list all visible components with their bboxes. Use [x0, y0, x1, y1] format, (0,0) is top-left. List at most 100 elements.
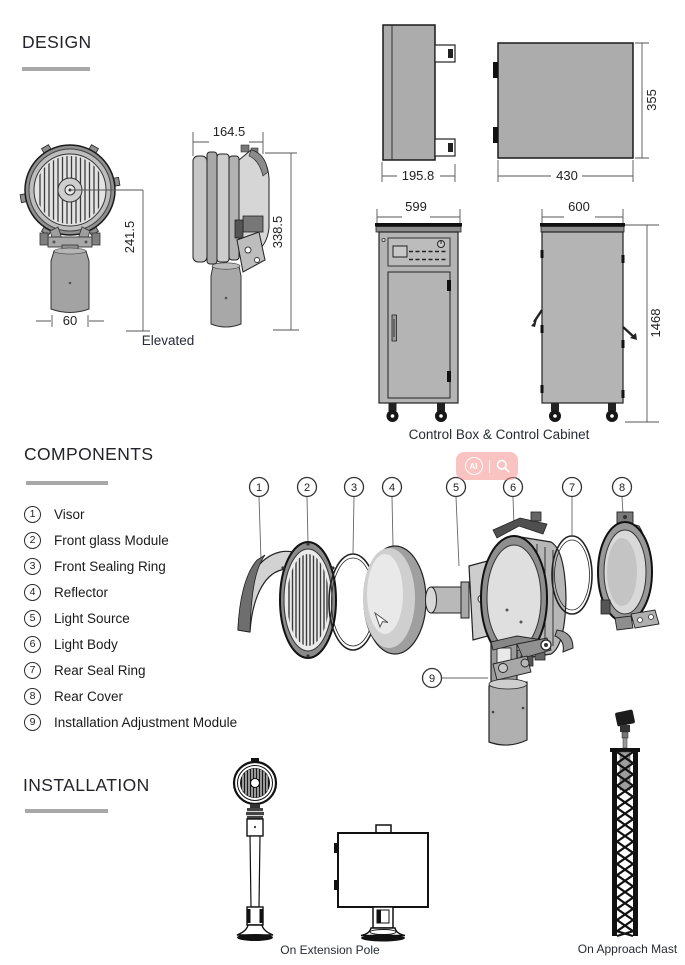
pole-stand [236, 804, 274, 941]
callouts: 1 2 3 4 5 6 7 8 9 [248, 476, 633, 689]
list-item-front-sealing-ring: 3 Front Sealing Ring [24, 553, 237, 579]
lamp-base [50, 247, 90, 313]
callout-3 [343, 476, 365, 498]
part-front-glass [279, 541, 337, 659]
dim-text-164-5: 164.5 [213, 124, 246, 139]
list-item-installation-module: 9 Installation Adjustment Module [24, 709, 237, 735]
callout-7 [561, 476, 583, 498]
callout-5-num: 5 [453, 482, 459, 494]
dim-text-599: 599 [405, 199, 427, 214]
exploded-view-drawing: 1 2 3 4 5 6 7 8 9 [237, 476, 660, 746]
callout-8 [611, 476, 633, 498]
mast-lamp [615, 709, 635, 749]
dim-text-241-5: 241.5 [122, 221, 137, 254]
callout-9 [421, 667, 443, 689]
approach-mast-caption: On Approach Mast [577, 942, 678, 956]
item-number-badge: 7 [24, 661, 41, 679]
dim-top-width: 164.5 [192, 124, 264, 156]
lamp-yoke [39, 226, 101, 252]
callout-9-num: 9 [429, 673, 435, 685]
ai-bubble-icon[interactable]: AI [464, 457, 483, 475]
control-box-front: 430 355 [493, 42, 659, 183]
elevated-caption: Elevated [141, 333, 195, 348]
list-item-light-body: 6 Light Body [24, 631, 237, 657]
part-reflector [363, 545, 427, 655]
item-label: Front Sealing Ring [54, 558, 166, 574]
casters-front [386, 403, 447, 422]
dim-total-height: 338.5 [265, 152, 299, 331]
item-label: Light Body [54, 636, 118, 652]
callout-2 [296, 476, 318, 498]
casters-side [549, 403, 618, 422]
item-number-badge: 8 [24, 687, 41, 705]
item-label: Rear Cover [54, 688, 124, 704]
installation-heading-underline [25, 809, 108, 813]
approach-mast-drawing [610, 709, 640, 938]
lamp-side-body [192, 144, 270, 328]
assembly-arrow [373, 611, 389, 629]
mast-structure [610, 748, 640, 938]
item-number-badge: 9 [24, 713, 41, 731]
box-on-pedestal-drawing [334, 824, 429, 942]
dim-center-height: 241.5 [70, 189, 150, 332]
pedestal-base [360, 906, 406, 942]
item-number-badge: 6 [24, 635, 41, 653]
callout-4 [381, 476, 403, 498]
item-number-badge: 3 [24, 557, 41, 575]
item-label: Installation Adjustment Module [54, 714, 238, 730]
item-label: Light Source [54, 610, 130, 626]
item-number-badge: 2 [24, 531, 41, 549]
pole-lamp-head [232, 758, 278, 806]
part-rear-seal-ring [551, 535, 593, 615]
callout-6-num: 6 [510, 482, 516, 494]
cabinet-handles [531, 309, 637, 340]
item-label: Front glass Module [54, 532, 169, 548]
cabinet-side: 600 1468 [531, 199, 663, 423]
callout-5 [445, 476, 467, 498]
part-installation-module [488, 635, 552, 746]
callout-4-num: 4 [389, 482, 395, 494]
list-item-rear-seal-ring: 7 Rear Seal Ring [24, 657, 237, 683]
list-item-light-source: 5 Light Source [24, 605, 237, 631]
list-item-visor: 1 Visor [24, 501, 237, 527]
item-label: Reflector [54, 584, 109, 600]
pedestal-box [334, 824, 429, 908]
control-box-drawing: 195.8 430 355 [381, 24, 659, 183]
item-label: Rear Seal Ring [54, 662, 146, 678]
list-item-front-glass: 2 Front glass Module [24, 527, 237, 553]
elevated-side-view-drawing: 164.5 338.5 [192, 124, 299, 331]
item-label: Visor [54, 506, 85, 522]
components-list: 1 Visor 2 Front glass Module 3 Front Sealin… [24, 501, 237, 735]
design-heading-underline [22, 67, 90, 71]
dim-text-430: 430 [556, 168, 578, 183]
extension-pole-drawing [232, 758, 278, 941]
control-cabinet-caption: Control Box & Control Cabinet [408, 427, 590, 442]
dim-text-195-8: 195.8 [402, 168, 435, 183]
list-item-rear-cover: 8 Rear Cover [24, 683, 237, 709]
part-rear-cover [597, 511, 660, 631]
dim-text-338-5: 338.5 [270, 216, 285, 249]
dim-text-60: 60 [63, 313, 77, 328]
design-heading: DESIGN [22, 32, 92, 52]
installation-heading: INSTALLATION [23, 775, 150, 795]
search-icon[interactable] [496, 459, 510, 473]
dim-text-355: 355 [644, 89, 659, 111]
callout-8-num: 8 [619, 482, 625, 494]
dim-base-width: 60 [36, 313, 104, 328]
callout-1 [248, 476, 270, 498]
badge-divider [488, 459, 490, 473]
ai-search-watermark[interactable]: AI [456, 452, 518, 480]
dim-text-600: 600 [568, 199, 590, 214]
cabinet-front: 599 [375, 199, 462, 422]
dim-text-1468: 1468 [648, 309, 663, 338]
item-number-badge: 1 [24, 505, 41, 523]
item-number-badge: 5 [24, 609, 41, 627]
callout-leaders [258, 496, 624, 679]
control-cabinet-drawing: 599 600 [375, 199, 663, 423]
elevated-front-view-drawing: 241.5 60 [19, 144, 150, 332]
components-heading-underline [26, 481, 108, 485]
callout-3-num: 3 [351, 482, 357, 494]
components-heading: COMPONENTS [24, 444, 154, 464]
